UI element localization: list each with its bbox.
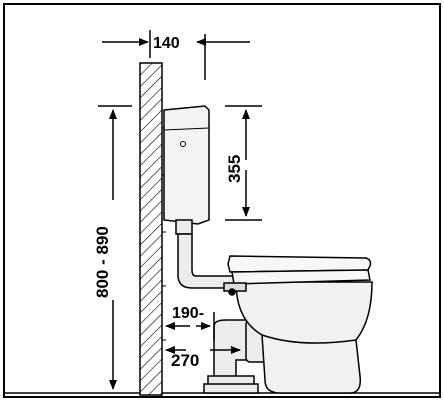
toilet-bowl <box>235 281 373 394</box>
dimension-190-270 <box>165 312 241 354</box>
dimension-800-890-label: 800 - 890 <box>93 226 112 298</box>
flush-pipe <box>175 219 237 289</box>
dimension-355-label: 355 <box>225 155 244 183</box>
toilet-seat <box>223 255 372 296</box>
dimension-355 <box>225 105 262 221</box>
flush-button-icon <box>180 141 186 147</box>
cistern <box>163 105 210 225</box>
wall <box>139 62 163 396</box>
dimension-140 <box>102 30 250 80</box>
dimension-140-label: 140 <box>153 35 180 52</box>
dimension-190-label: 190- <box>172 305 204 322</box>
dimension-800-890 <box>98 105 132 390</box>
frame-border <box>3 3 441 398</box>
dimension-270-label: 270 <box>171 351 199 370</box>
